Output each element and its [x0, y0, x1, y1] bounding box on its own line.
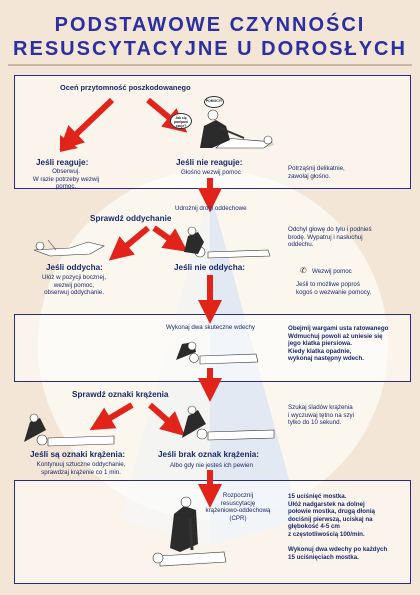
circulation-check-right-illustration: [182, 405, 275, 441]
cpr-note-line8: 15 uciśnięciach mostka.: [288, 553, 359, 561]
if-responds-line2: W razie potrzeby wezwij pomoc.: [32, 175, 100, 191]
cpr-note-line1: 15 uciśnięć mostka.: [288, 493, 347, 500]
circulation-note-line2: i wyczuwaj tętno na szyi: [288, 411, 355, 419]
cpr-label: Rozpocznij resuscytację krążeniowo-oddec…: [198, 492, 278, 522]
if-responds-line1: Obserwuj.: [52, 168, 80, 175]
if-no-signs-heading: Jeśli brak oznak krążenia:: [158, 450, 260, 459]
cpr-note-line6: z częstotliwością 100/min.: [288, 530, 365, 538]
if-responds-heading: Jeśli reaguje:: [36, 158, 89, 167]
if-signs-text: Kontynuuj sztuczne oddychanie, sprawdzaj…: [22, 461, 140, 476]
if-not-responds-heading: Jeśli nie reaguje:: [176, 158, 243, 167]
call-help-note: Jeśli to możliwe poproś kogoś o wezwanie…: [296, 281, 371, 296]
call-help-label: Wezwij pomoc: [312, 268, 352, 275]
airway-note-line3: oddechu.: [288, 241, 314, 249]
circulation-check-left-illustration: [24, 413, 115, 447]
assess-consciousness-heading: Oceń przytomność poszkodowanego: [60, 83, 191, 92]
rescue-note-line4: Kiedy klatka opadnie,: [288, 347, 352, 355]
page-title-line1: PODSTAWOWE CZYNNOŚCI: [54, 14, 366, 36]
if-not-responds-text: Głośno wezwij pomoc: [181, 169, 241, 176]
check-breathing-heading: Sprawdź oddychanie: [90, 214, 172, 223]
rescue-note-line2: Wdmuchuj powoli aż uniesie się: [288, 332, 383, 340]
call-help-note-line1: Jeśli to możliwe poproś: [296, 281, 360, 288]
airway-note-line2: brodę. Wypatruj i nasłuchuj: [288, 233, 363, 241]
if-breathing-line3: obserwuj oddychanie.: [44, 289, 104, 297]
circulation-note: Szukaj śladów krążenia i wyczuwaj tętno …: [288, 404, 354, 427]
rescue-breaths-label: Wykonaj dwa skuteczne wdechy: [166, 324, 256, 331]
rescue-note-line1: Obejmij wargami usta ratowanego: [288, 325, 389, 332]
if-breathing-text: Ułóż w pozycji bocznej, wezwij pomoc, ob…: [26, 274, 122, 297]
cpr-label-line2: resuscytację: [220, 499, 256, 507]
rescue-note-line5: wykonaj następny wdech.: [288, 355, 364, 363]
cpr-compression-illustration: [152, 496, 227, 567]
rescue-breaths-note: Obejmij wargami usta ratowanego Wdmuchuj…: [288, 325, 388, 363]
arrow-responds: [59, 97, 115, 151]
speech-bubble-question: Jak się pan/pani czuje?: [170, 113, 192, 129]
if-responds-text: Obserwuj. W razie potrzeby wezwij pomoc.: [22, 168, 110, 191]
cpr-label-line4: (CPR): [229, 514, 247, 522]
head-tilt-illustration: [184, 226, 271, 259]
shake-note-line1: Potrząśnij delikatnie,: [288, 165, 345, 172]
cpr-note-line2: Ułóż nadgarstek na dolnej: [288, 500, 365, 508]
if-breathing-heading: Jeśli oddycha:: [46, 263, 103, 272]
rescue-note-line3: jego klatka piersiowa.: [288, 340, 352, 348]
cpr-note-line7: Wykonuj dwa wdechy po każdych: [288, 546, 388, 554]
if-signs-line2: sprawdzaj krążenie co 1 min.: [41, 468, 121, 476]
cpr-label-line3: krążeniowo-oddechową: [205, 507, 271, 515]
phone-icon: ✆: [300, 266, 307, 275]
speech-bubble-help: POMOCY!: [204, 96, 224, 108]
shake-note: Potrząśnij delikatnie, zawołaj głośno.: [288, 165, 345, 180]
if-breathing-line2: wezwij pomoc,: [53, 281, 95, 289]
cpr-note-line4: dociśnij pierwszą, uciskaj na: [288, 515, 373, 523]
circulation-note-line1: Szukaj śladów krążenia: [288, 404, 353, 411]
page-title-line2: RESUSCYTACYJNE U DOROSŁYCH: [13, 38, 407, 60]
open-airway-label: Udrożnij drogi oddechowe: [175, 205, 247, 212]
if-signs-line1: Kontynuuj sztuczne oddychanie,: [36, 461, 126, 468]
cpr-note: 15 uciśnięć mostka. Ułóż nadgarstek na d…: [288, 493, 387, 561]
mouth-to-mouth-illustration: [176, 341, 259, 365]
if-breathing-line1: Ułóż w pozycji bocznej,: [42, 274, 106, 281]
cpr-label-line1: Rozpocznij: [222, 492, 254, 499]
shake-note-line2: zawołaj głośno.: [288, 172, 331, 180]
cpr-note-spacer: [288, 539, 387, 547]
call-help-note-line2: kogoś o wezwanie pomocy.: [296, 288, 372, 296]
airway-note: Odchyl głowę do tyłu i podnieś brodę. Wy…: [288, 226, 372, 249]
rescuer-shaking-victim-illustration: [200, 109, 274, 149]
airway-note-line1: Odchyl głowę do tyłu i podnieś: [288, 226, 372, 233]
circulation-note-line3: tylko do 10 sekund.: [288, 419, 342, 427]
if-no-signs-text: Albo gdy nie jesteś ich pewien: [170, 462, 253, 469]
recovery-position-illustration: [33, 239, 105, 257]
cpr-note-line3: połowie mostka, drugą dłonią: [288, 508, 375, 516]
cpr-note-line5: głębokość 4-5 cm: [288, 523, 340, 531]
title-divider: [8, 64, 412, 66]
if-signs-heading: Jeśli są oznaki krążenia:: [30, 450, 126, 459]
if-not-breathing-heading: Jeśli nie oddycha:: [174, 263, 245, 272]
check-circulation-heading: Sprawdź oznaki krążenia: [72, 390, 169, 399]
